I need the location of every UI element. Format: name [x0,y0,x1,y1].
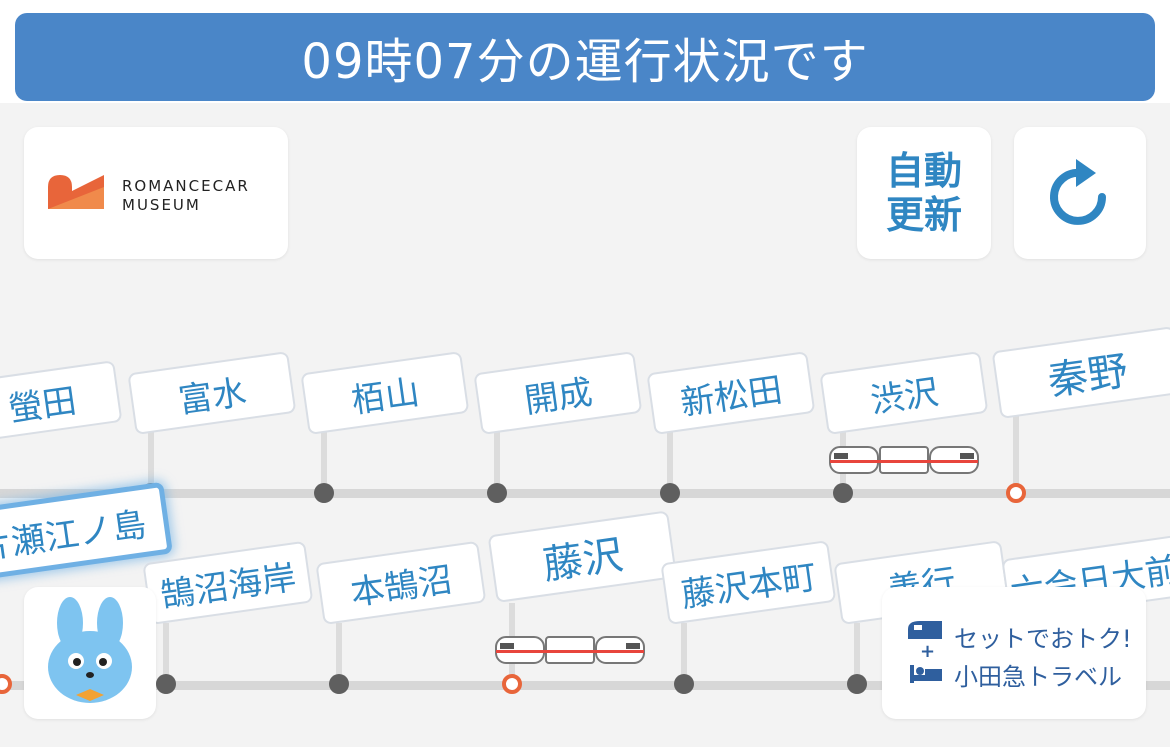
sign-post [494,431,500,493]
auto-update-label-1: 自動 [885,149,962,193]
romancecar-train-icon[interactable] [828,443,980,477]
bed-icon [910,665,942,683]
station-dot[interactable] [329,674,349,694]
station-sign-kugenuma-kaigan[interactable]: 鵠沼海岸 [142,540,314,625]
sign-post [321,431,327,493]
station-name: 富水 [175,371,249,422]
major-station-dot[interactable] [502,674,522,694]
sign-post [148,431,154,493]
station-sign-hotarudai[interactable]: 螢田 [0,360,123,443]
museum-name-line1: ROMANCECAR [122,177,250,195]
auto-update-label-2: 更新 [885,193,962,237]
station-sign-tomizu[interactable]: 富水 [127,351,297,435]
mascot-card[interactable] [24,587,156,719]
station-dot[interactable] [660,483,680,503]
station-dot[interactable] [314,483,334,503]
station-name: 開成 [521,371,595,422]
route-map[interactable]: 螢田 富水 栢山 開成 新松田 渋沢 秦野 片瀬江ノ島 鵠沼海岸 [0,103,1170,747]
station-dot[interactable] [833,483,853,503]
station-name: 秦野 [1045,348,1131,405]
museum-name-line2: MUSEUM [122,196,201,214]
status-header: 09時07分の運行状況です [15,13,1155,101]
museum-logo-text: ROMANCECAR MUSEUM [122,177,250,215]
station-sign-hadano[interactable]: 秦野 [991,326,1170,419]
sign-post [1013,413,1019,493]
station-sign-fujisawa-honmachi[interactable]: 藤沢本町 [660,540,837,625]
major-station-dot[interactable] [1006,483,1026,503]
station-dot[interactable] [674,674,694,694]
odakyu-travel-banner[interactable]: + セットでおトク! 小田急トラベル [882,587,1146,719]
train-icon [908,621,942,639]
station-sign-shibusawa[interactable]: 渋沢 [819,351,989,435]
plus-sign: + [920,641,936,662]
station-sign-kaisei[interactable]: 開成 [473,351,643,435]
auto-update-button[interactable]: 自動 更新 [857,127,991,259]
station-sign-kayama[interactable]: 栢山 [300,351,470,435]
sign-post [336,623,342,685]
upper-track [0,489,1170,498]
station-sign-fujisawa[interactable]: 藤沢 [487,510,678,603]
refresh-button[interactable] [1014,127,1146,259]
station-dot[interactable] [156,674,176,694]
major-station-dot[interactable] [0,674,12,694]
refresh-icon [1050,159,1106,225]
station-dot[interactable] [487,483,507,503]
lower-track [0,681,1170,690]
travel-banner-line1: セットでおトク! [954,625,1132,653]
station-name: 新松田 [678,369,785,424]
travel-banner-line2: 小田急トラベル [954,663,1122,691]
sign-post [854,623,860,685]
station-name: 螢田 [5,380,79,430]
station-sign-honkugenuma[interactable]: 本鵠沼 [315,540,487,625]
station-name: 栢山 [348,371,422,422]
sign-post [667,431,673,493]
station-name: 本鵠沼 [348,559,455,614]
station-dot[interactable] [847,674,867,694]
station-name: 渋沢 [867,371,941,422]
status-text: 09時07分の運行状況です [301,34,869,90]
station-name: 片瀬江ノ島 [0,504,149,568]
sign-post [163,623,169,685]
station-name: 鵠沼海岸 [158,557,299,616]
romancecar-museum-card[interactable]: ROMANCECAR MUSEUM [24,127,288,259]
rabbit-mascot-icon [48,597,132,703]
romancecar-train-icon[interactable] [494,633,646,667]
station-name: 藤沢 [540,532,626,589]
station-name: 藤沢本町 [678,556,819,616]
museum-logo-icon [48,175,104,209]
station-sign-shinmatsuda[interactable]: 新松田 [646,351,816,435]
sign-post [681,623,687,685]
